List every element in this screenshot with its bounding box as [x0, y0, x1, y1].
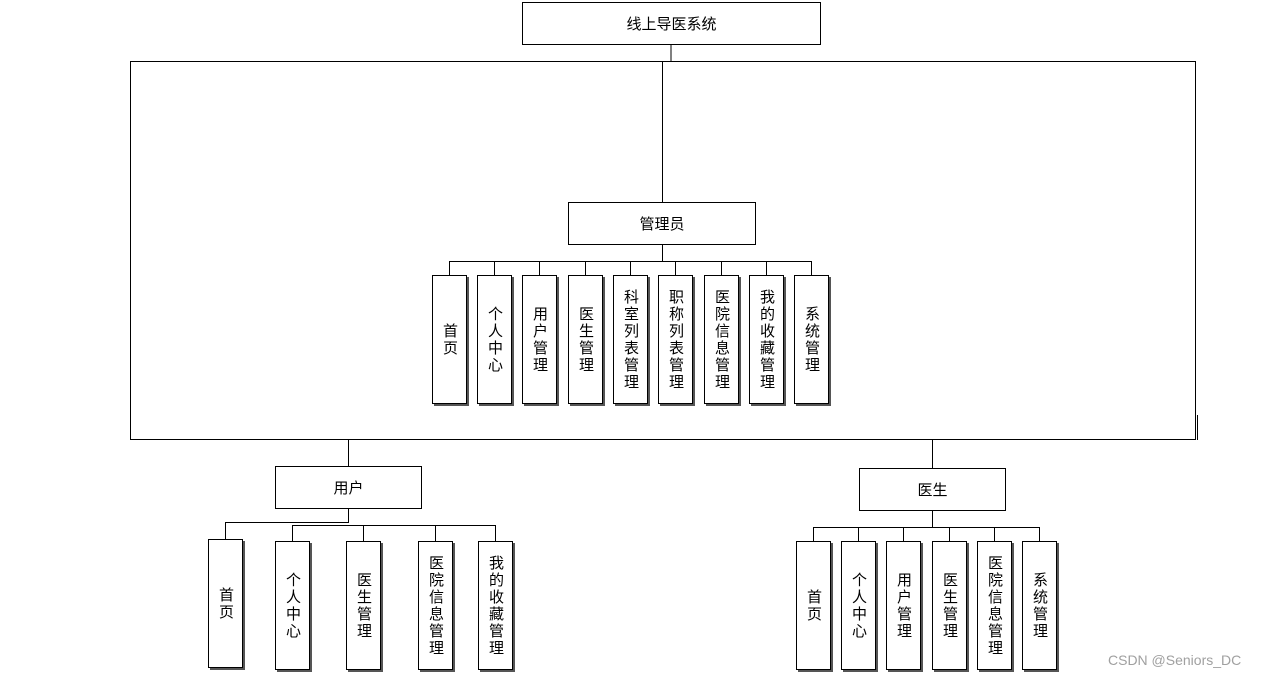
doctor-node: 医生	[859, 468, 1006, 511]
admin-node: 管理员	[568, 202, 756, 245]
title-node: 线上导医系统	[522, 2, 821, 45]
admin-label: 管理员	[639, 215, 685, 233]
doctor-child-user-management: 用户管理	[886, 541, 921, 670]
admin-child-favorites: 我的收藏管理	[749, 275, 784, 404]
doctor-child-doctor-management: 医生管理	[932, 541, 967, 670]
admin-child-doctor-management: 医生管理	[568, 275, 603, 404]
admin-child-department-list: 科室列表管理	[613, 275, 648, 404]
admin-child-hospital-info: 医院信息管理	[704, 275, 739, 404]
user-child-personal-center: 个人中心	[275, 541, 310, 670]
admin-child-home: 首页	[432, 275, 467, 404]
doctor-child-home: 首页	[796, 541, 831, 670]
doctor-child-personal-center: 个人中心	[841, 541, 876, 670]
admin-child-user-management: 用户管理	[522, 275, 557, 404]
user-child-home: 首页	[208, 539, 243, 668]
user-child-doctor-management: 医生管理	[346, 541, 381, 670]
user-child-favorites: 我的收藏管理	[478, 541, 513, 670]
user-node: 用户	[275, 466, 422, 509]
watermark: CSDN @Seniors_DC	[1108, 652, 1242, 668]
doctor-label: 医生	[917, 481, 948, 499]
doctor-child-system-management: 系统管理	[1022, 541, 1057, 670]
doctor-child-hospital-info: 医院信息管理	[977, 541, 1012, 670]
admin-child-title-list: 职称列表管理	[658, 275, 693, 404]
user-child-hospital-info: 医院信息管理	[418, 541, 453, 670]
admin-child-personal-center: 个人中心	[477, 275, 512, 404]
admin-child-system-management: 系统管理	[794, 275, 829, 404]
title-label: 线上导医系统	[626, 15, 717, 33]
user-label: 用户	[333, 479, 364, 497]
